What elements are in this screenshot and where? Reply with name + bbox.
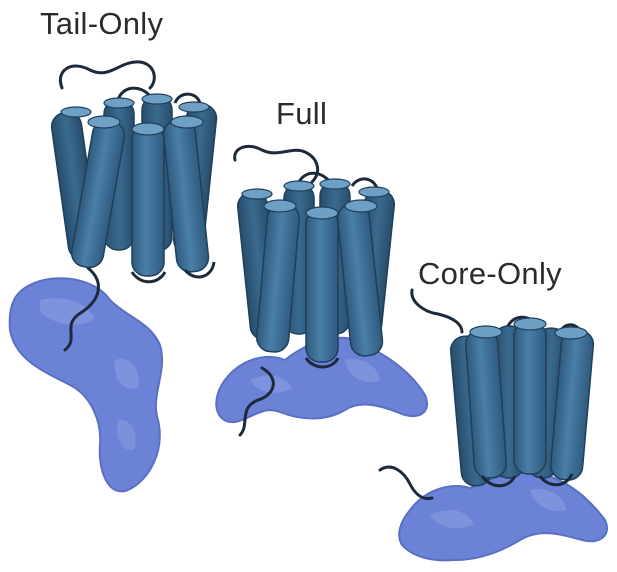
tail-only-label: Tail-Only: [40, 6, 163, 42]
core-only-helices: [450, 317, 595, 487]
tail-only-n-loop: [60, 62, 154, 88]
core-only-label: Core-Only: [418, 256, 562, 292]
full-helices: [236, 173, 395, 367]
core-only-n-loop: [412, 290, 462, 332]
full-construct: [216, 146, 427, 435]
full-label: Full: [276, 96, 327, 132]
core-only-construct: [380, 290, 607, 560]
core-only-c-tail: [380, 467, 432, 498]
tail-only-construct: [10, 62, 218, 492]
tail-only-helices: [50, 88, 218, 282]
